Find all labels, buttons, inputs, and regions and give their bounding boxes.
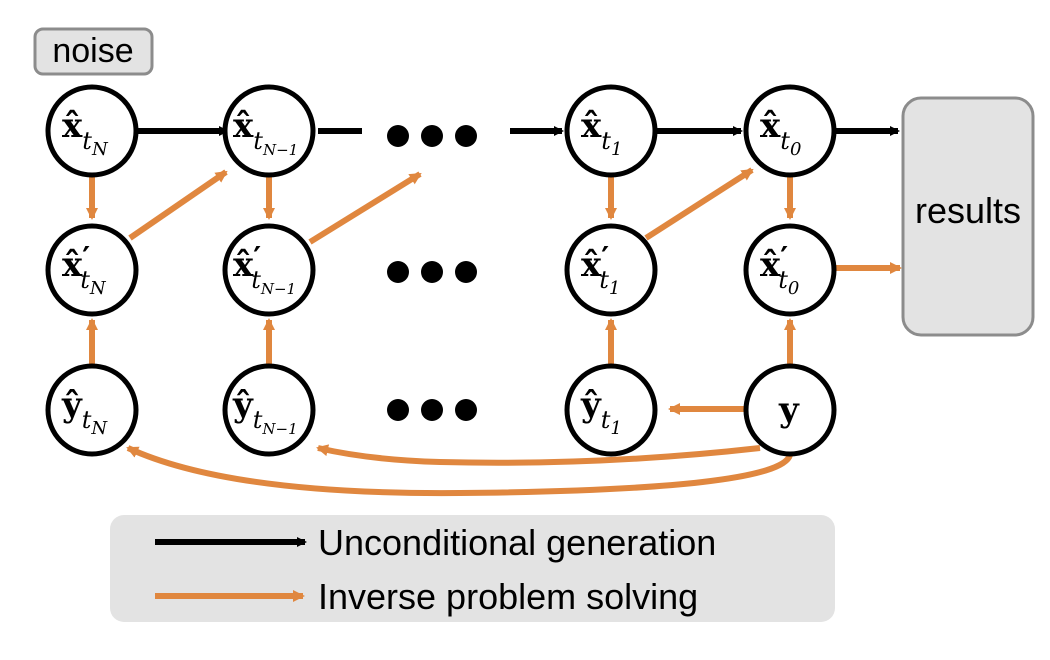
legend-unconditional-text: Unconditional generation bbox=[318, 522, 716, 563]
arrow-xpN1-to-dots bbox=[308, 171, 422, 245]
node-yN: ŷtN bbox=[45, 363, 139, 457]
ellipsis-row-mid bbox=[387, 261, 477, 283]
node-circle bbox=[564, 223, 658, 317]
noise-label: noise bbox=[33, 27, 154, 76]
node-label: x̂t1 bbox=[581, 106, 622, 160]
node-label: x̂tN bbox=[62, 106, 109, 160]
legend-inverse-text: Inverse problem solving bbox=[318, 576, 698, 617]
node-yN1: ŷtN−1 bbox=[222, 363, 316, 457]
node-xpN1: x̂′tN−1 bbox=[222, 223, 316, 317]
node-label: ŷt1 bbox=[580, 385, 622, 439]
node-xpN: x̂′tN bbox=[45, 223, 139, 317]
node-xp0: x̂′t0 bbox=[743, 223, 837, 317]
node-circle bbox=[564, 84, 658, 178]
arrow-y-to-yN bbox=[126, 445, 793, 497]
node-circle bbox=[564, 363, 658, 457]
node-xN1: x̂tN−1 bbox=[222, 84, 316, 178]
node-label: x̂′tN−1 bbox=[233, 241, 296, 298]
legend: Unconditional generation Inverse problem… bbox=[110, 515, 835, 622]
node-circle bbox=[743, 223, 837, 317]
node-circle bbox=[222, 363, 316, 457]
node-label: ŷtN−1 bbox=[232, 385, 298, 438]
node-label: x̂tN−1 bbox=[233, 106, 298, 159]
arrow-xp1-to-x0 bbox=[644, 167, 754, 241]
ellipsis-row-top bbox=[387, 125, 477, 147]
node-circle bbox=[45, 223, 139, 317]
arrow-y-to-yN1 bbox=[316, 444, 761, 466]
nodes: x̂tN x̂tN−1 x̂t1 x̂t0 x̂′tN x̂′tN−1 x̂′t1 x̂′t0… bbox=[45, 84, 837, 457]
node-circle bbox=[45, 363, 139, 457]
noise-text: noise bbox=[52, 32, 133, 70]
ellipsis-row-bottom bbox=[387, 399, 477, 421]
node-x0: x̂t0 bbox=[743, 84, 837, 178]
results-box: results bbox=[901, 96, 1035, 337]
node-label: x̂′t1 bbox=[581, 241, 620, 299]
node-circle bbox=[743, 84, 837, 178]
node-circle bbox=[743, 363, 837, 457]
node-xN: x̂tN bbox=[45, 84, 139, 178]
ellipsis-dots bbox=[387, 125, 477, 421]
results-text: results bbox=[915, 190, 1021, 231]
node-y: y bbox=[743, 363, 837, 457]
node-label: y bbox=[778, 390, 800, 430]
node-circle bbox=[222, 84, 316, 178]
node-label: ŷtN bbox=[61, 385, 108, 439]
node-circle bbox=[222, 223, 316, 317]
node-x1: x̂t1 bbox=[564, 84, 658, 178]
arrow-xpN-to-xN1 bbox=[128, 169, 228, 241]
inverse-arrows bbox=[86, 167, 902, 497]
node-circle bbox=[45, 84, 139, 178]
node-y1: ŷt1 bbox=[564, 363, 658, 457]
node-label: x̂t0 bbox=[760, 106, 801, 160]
node-xp1: x̂′t1 bbox=[564, 223, 658, 317]
node-label: x̂′t0 bbox=[760, 241, 799, 299]
node-label: x̂′tN bbox=[62, 241, 107, 299]
